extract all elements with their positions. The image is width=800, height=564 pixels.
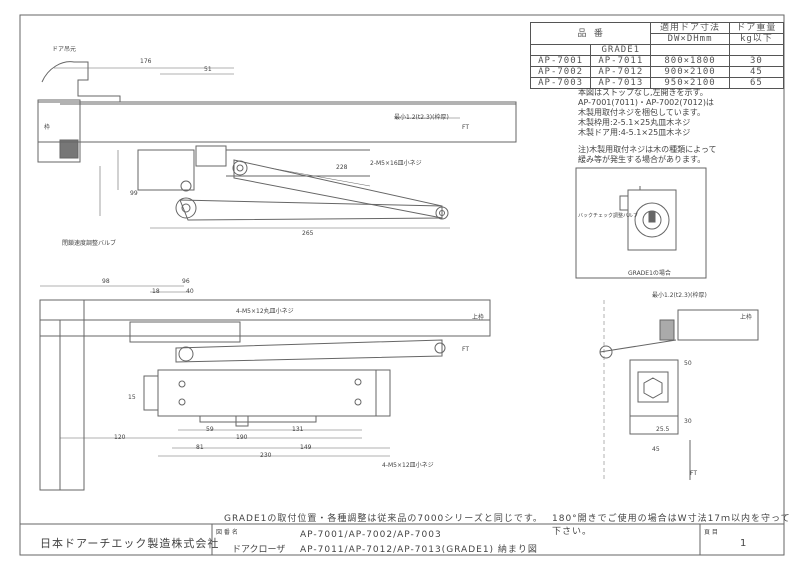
page-label: 頁 目 (704, 529, 718, 536)
note-line: AP-7001(7011)・AP-7002(7012)は (578, 98, 714, 107)
dim-131: 131 (292, 426, 304, 433)
spec-header-model: 品 番 (529, 22, 652, 45)
label-jamb-min2: 最小1.2(t2.3)(枠厚) (652, 292, 707, 299)
product-label: ドアクローザ (232, 545, 286, 555)
dim-120: 120 (114, 434, 126, 441)
caution-notes: 注)木製用取付ネジは木の種類によって 緩み等が発生する場合があります。 (578, 145, 716, 165)
spec-header-size-unit: DW×DHmm (650, 33, 730, 45)
model-line-2: AP-7011/AP-7012/AP-7013(GRADE1) 納まり図 (300, 545, 538, 555)
note-line: 注)木製用取付ネジは木の種類によって (578, 145, 717, 154)
footer-note-left: GRADE1の取付位置・各種調整は従来品の7000シリーズと同じです。 (224, 514, 543, 524)
installation-notes: 本図はストップなし,左開きを示す。 AP-7001(7011)・AP-7002(… (578, 88, 714, 138)
spec-header-size: 適用ドア寸法 (650, 22, 730, 34)
label-ue-side: 上枠 (740, 314, 753, 321)
label-back-valve: バックチェック調整バルブ (578, 213, 639, 219)
dim-149: 149 (300, 444, 312, 451)
company-name: 日本ドアーチエック製造株式会社 (40, 537, 220, 550)
dim-265: 265 (302, 230, 314, 237)
spec-grade-label: GRADE1 (590, 44, 652, 56)
dim-50: 50 (684, 360, 692, 367)
grade1-detail (575, 167, 707, 279)
label-valve: 閉鎖速度調整バルブ (62, 240, 117, 247)
side-section-detail (599, 300, 759, 480)
top-elevation-view (37, 61, 517, 229)
spec-grade-spacer (728, 44, 785, 56)
label-ft-side: FT (690, 470, 698, 477)
dim-190: 190 (236, 434, 248, 441)
dim-228: 228 (336, 164, 348, 171)
spec-model: AP-7003 (529, 77, 592, 89)
dim-81: 81 (196, 444, 204, 451)
spec-size: 800×1800 (650, 55, 730, 67)
dim-40: 40 (186, 288, 194, 295)
name-label: 図 番 名 (216, 529, 238, 536)
spec-grade-spacer (650, 44, 730, 56)
dim-15: 15 (128, 394, 136, 401)
note-line: 木製枠用:2-5.1×25丸皿木ネジ (578, 118, 691, 127)
spec-size: 900×2100 (650, 66, 730, 78)
note-line: 本図はストップなし,左開きを示す。 (578, 88, 708, 97)
dim-51: 51 (204, 66, 212, 73)
spec-row: AP-7003 AP-7013 950×2100 65 (529, 77, 785, 89)
label-ue: 上枠 (472, 314, 485, 321)
label-grade-case: GRADE1の場合 (628, 270, 671, 277)
dim-30: 30 (684, 418, 692, 425)
footer-note-right: 180°開きでご使用の場合はW寸法17ｍ以内を守って下さい。 (552, 514, 791, 537)
spec-weight: 45 (728, 66, 785, 78)
model-line-1: AP-7001/AP-7002/AP-7003 (300, 530, 442, 540)
dim-18: 18 (152, 288, 160, 295)
note-line: 木製用取付ネジを梱包しています。 (578, 108, 705, 117)
spec-grade-model: AP-7013 (590, 77, 652, 89)
spec-header-weight: ドア重量 (728, 22, 785, 34)
dim-96: 96 (182, 278, 190, 285)
spec-row: AP-7002 AP-7012 900×2100 45 (529, 66, 785, 78)
spec-table: 品 番 適用ドア寸法 ドア重量 DW×DHmm kg以下 GRADE1 AP-7… (529, 22, 785, 89)
label-frame: 枠 (44, 124, 51, 131)
dim-25-5: 25.5 (656, 426, 670, 433)
dim-59: 59 (206, 426, 214, 433)
note-line: 緩み等が発生する場合があります。 (578, 155, 706, 164)
spec-header-weight-unit: kg以下 (728, 33, 785, 45)
plan-view (39, 285, 491, 491)
page-number: 1 (740, 538, 747, 549)
dim-230: 230 (260, 452, 272, 459)
spec-size: 950×2100 (650, 77, 730, 89)
spec-weight: 65 (728, 77, 785, 89)
dim-176: 176 (140, 58, 152, 65)
dim-45: 45 (652, 446, 660, 453)
spec-model: AP-7001 (529, 55, 592, 67)
dim-98: 98 (102, 278, 110, 285)
label-screw-mid: 4-M5×12丸皿小ネジ (236, 308, 294, 315)
note-line: 木製ドア用:4-5.1×25皿木ネジ (578, 128, 691, 137)
label-ft-plan: FT (462, 346, 470, 353)
spec-weight: 30 (728, 55, 785, 67)
label-screw-top: 2-M5×16皿小ネジ (370, 160, 422, 167)
label-screw-bottom: 4-M5×12皿小ネジ (382, 462, 434, 469)
spec-grade-model: AP-7011 (590, 55, 652, 67)
spec-row: AP-7001 AP-7011 800×1800 30 (529, 55, 785, 67)
label-door-jamb: ドア吊元 (52, 46, 77, 53)
title-block-lines (20, 523, 784, 555)
spec-grade-model: AP-7012 (590, 66, 652, 78)
label-ft-top: FT (462, 124, 470, 131)
dim-99: 99 (130, 190, 138, 197)
label-jamb-min: 最小1.2(t2.3)(枠厚) (394, 114, 449, 121)
spec-grade-spacer (529, 44, 592, 56)
spec-model: AP-7002 (529, 66, 592, 78)
